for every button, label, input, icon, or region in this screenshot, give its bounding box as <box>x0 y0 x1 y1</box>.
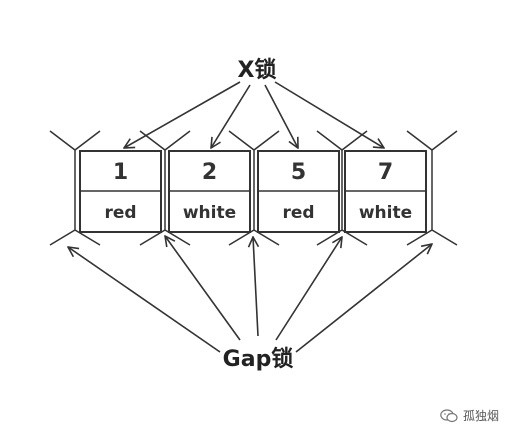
record-id: 7 <box>378 160 393 185</box>
record-id: 1 <box>113 160 128 185</box>
record-id: 2 <box>202 160 217 185</box>
watermark-text: 孤独烟 <box>463 409 500 423</box>
record-color: red <box>104 203 136 223</box>
gap-marker-1 <box>49 130 101 246</box>
record-id: 5 <box>291 160 306 185</box>
record-color: white <box>359 203 412 223</box>
gap-lock-arrow <box>253 237 258 337</box>
gap-lock-arrow <box>68 247 221 353</box>
record-cell-1: 1 red <box>79 150 162 233</box>
watermark: 孤独烟 <box>440 407 499 424</box>
record-cell-2: 2 white <box>168 150 251 233</box>
gap-lock-label: Gap锁 <box>223 346 294 372</box>
gap-marker-3 <box>228 130 280 246</box>
gap-marker-5 <box>406 130 458 246</box>
gap-lock-arrow <box>275 237 342 341</box>
x-lock-label: X锁 <box>238 57 277 83</box>
gap-lock-arrow <box>165 236 241 341</box>
x-lock-arrow <box>124 81 241 148</box>
gap-marker-2 <box>139 130 191 246</box>
record-cell-4: 7 white <box>344 150 427 233</box>
gap-marker-4 <box>316 130 368 246</box>
wechat-icon <box>440 408 458 422</box>
x-lock-arrow <box>211 84 251 148</box>
record-color: red <box>282 203 314 223</box>
x-lock-arrow <box>274 81 384 148</box>
record-color: white <box>183 203 236 223</box>
record-cell-3: 5 red <box>257 150 340 233</box>
gap-lock-arrow <box>295 244 432 353</box>
x-lock-arrow <box>264 84 298 148</box>
